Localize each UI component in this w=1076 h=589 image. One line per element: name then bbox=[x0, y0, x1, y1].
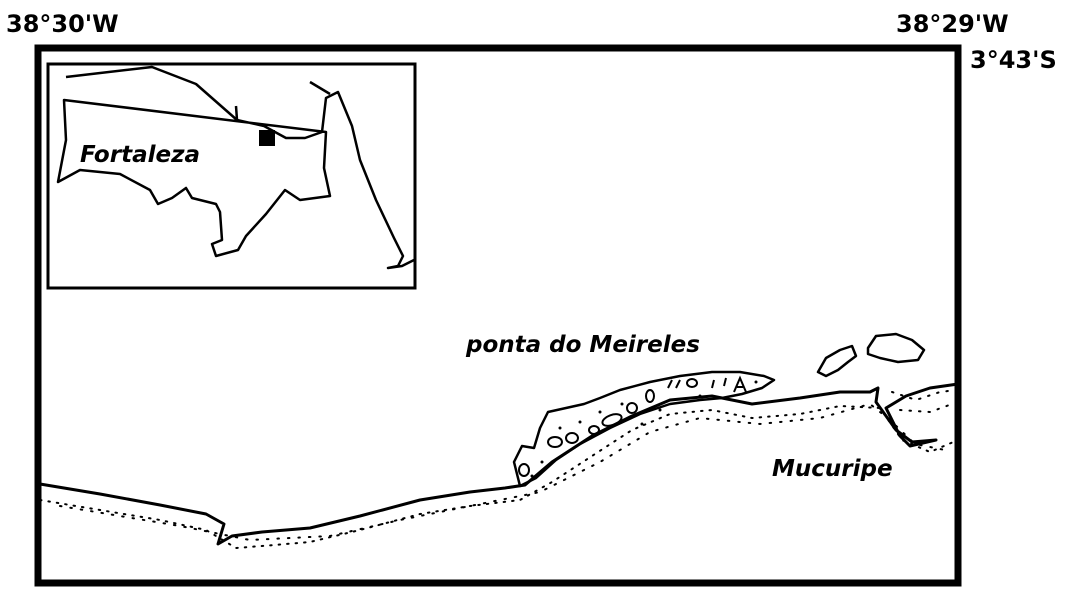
map-frame bbox=[34, 44, 962, 587]
inset-frame bbox=[46, 62, 417, 290]
inset-border-dash bbox=[309, 80, 331, 96]
reef-dots bbox=[530, 380, 758, 478]
offshore-island-east bbox=[866, 332, 926, 364]
inset-river bbox=[234, 105, 239, 121]
longitude-label-east: 38°29'W bbox=[896, 10, 1009, 38]
headland-label: ponta do Meireles bbox=[465, 332, 700, 358]
longitude-label-west: 38°30'W bbox=[6, 10, 119, 38]
beach-sand-band-2 bbox=[59, 402, 946, 542]
offshore-island-west bbox=[816, 344, 858, 378]
coastline bbox=[39, 382, 959, 546]
fortaleza-marker-icon bbox=[259, 130, 275, 146]
inset-city-label: Fortaleza bbox=[80, 142, 200, 168]
meireles-reef-outline bbox=[512, 370, 776, 488]
beach-sand-band bbox=[39, 404, 959, 550]
reef-rock-shapes bbox=[518, 375, 747, 477]
beach-sand-band-east bbox=[891, 389, 957, 414]
beach-label: Mucuripe bbox=[772, 456, 893, 482]
latitude-label: 3°43'S bbox=[970, 46, 1057, 74]
